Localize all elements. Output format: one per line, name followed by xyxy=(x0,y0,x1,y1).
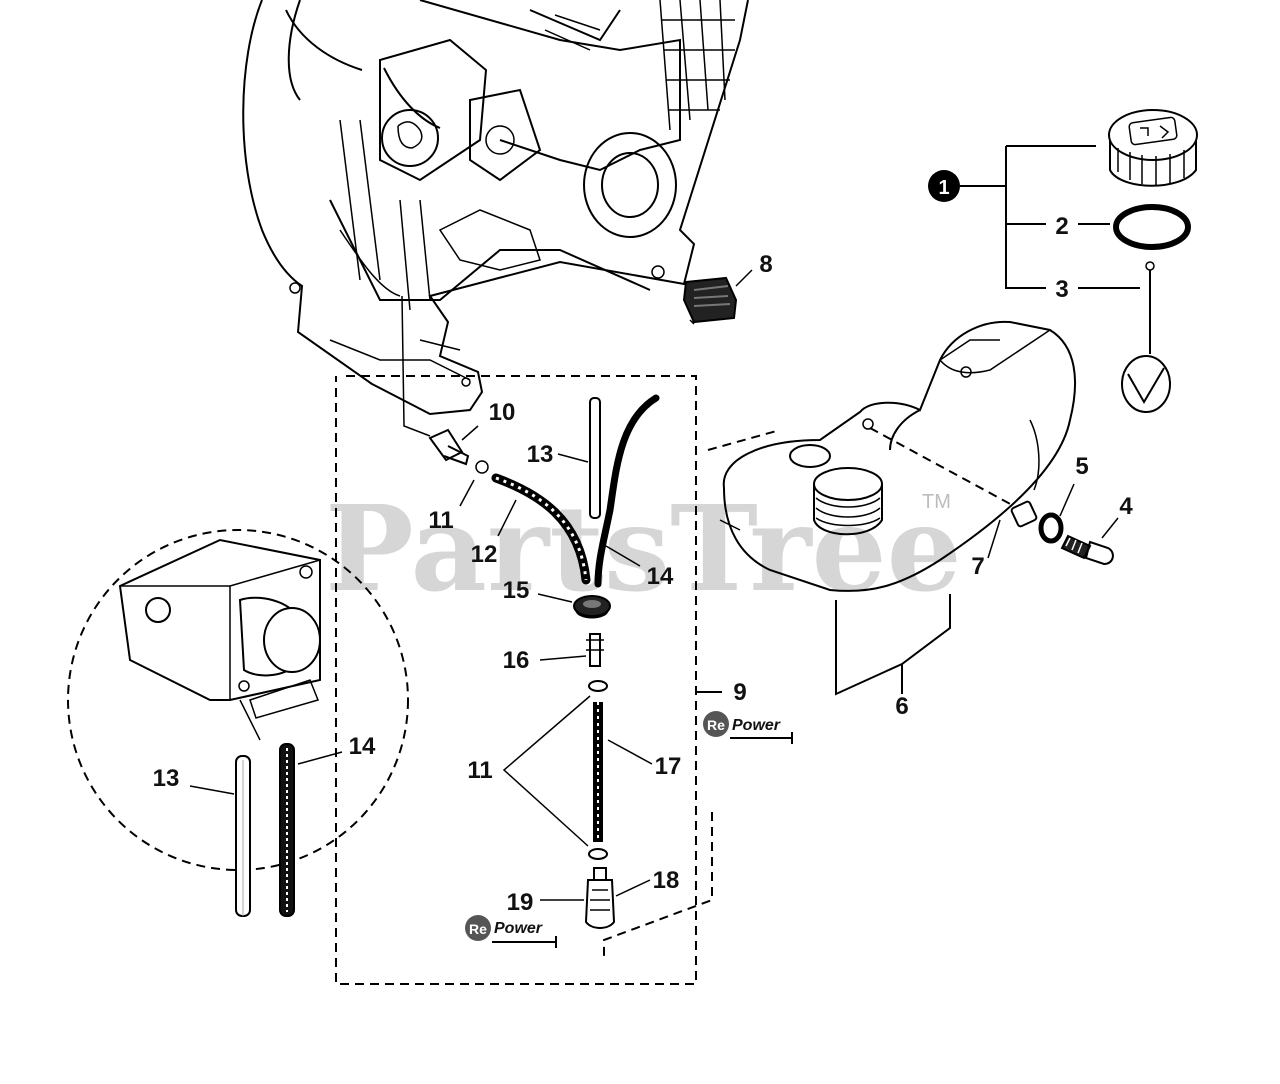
part-4-screw xyxy=(1060,517,1119,566)
repower-badge-9: Re Power xyxy=(703,711,793,744)
part-7-grommet xyxy=(869,427,1038,559)
part-8-rubber-pad xyxy=(682,276,738,325)
detail-tube-13 xyxy=(189,755,251,917)
part-15-grommet xyxy=(537,593,611,619)
part-13-tube xyxy=(557,397,601,519)
callout-13-main: 13 xyxy=(527,441,554,468)
callout-10: 10 xyxy=(489,399,516,426)
svg-text:Re: Re xyxy=(707,717,725,733)
svg-text:Power: Power xyxy=(732,717,781,734)
callout-19: 19 xyxy=(507,889,534,916)
callout-8: 8 xyxy=(759,251,772,278)
callout-12: 12 xyxy=(471,541,498,568)
callout-5: 5 xyxy=(1075,453,1088,480)
blower-engine-housing xyxy=(242,0,749,437)
callout-4: 4 xyxy=(1119,493,1133,520)
part-10-fitting xyxy=(428,425,479,466)
callout-2: 2 xyxy=(1055,213,1068,240)
callout-14-detail: 14 xyxy=(349,733,376,760)
callout-18: 18 xyxy=(653,867,680,894)
part-6-fuel-tank xyxy=(707,320,1076,592)
callouts: 2 3 4 5 6 7 8 9 10 11 11 12 13 13 14 14 … xyxy=(153,213,1134,916)
watermark-text: PartsTree xyxy=(325,479,962,618)
part-18-fuel-filter xyxy=(540,867,651,929)
part-6-bracket xyxy=(835,594,951,696)
repower-badge-19: Re Power xyxy=(465,915,557,948)
callout-9: 9 xyxy=(733,679,746,706)
part-11-o-rings xyxy=(502,680,608,860)
carburetor-detail-view xyxy=(67,529,409,917)
leader-lines xyxy=(735,269,753,287)
part-17-tube xyxy=(593,702,653,842)
svg-text:Power: Power xyxy=(494,920,543,937)
part-5-washer xyxy=(1038,483,1075,544)
callout-11-lower: 11 xyxy=(467,757,492,784)
callout-16: 16 xyxy=(503,647,530,674)
fuel-cap-assembly: 1 xyxy=(928,109,1198,413)
callout-15: 15 xyxy=(503,577,530,604)
callout-1: 1 xyxy=(938,177,949,199)
part-12-fuel-hose xyxy=(491,473,591,585)
watermark-tm: TM xyxy=(922,491,951,513)
part-14-hose xyxy=(594,394,660,588)
callout-11-upper: 11 xyxy=(428,507,453,534)
callout-7: 7 xyxy=(971,553,984,580)
part-11-o-ring-upper xyxy=(459,460,489,507)
callout-3: 3 xyxy=(1055,276,1068,303)
callout-14-main: 14 xyxy=(647,563,674,590)
svg-text:Re: Re xyxy=(469,921,487,937)
detail-hose-14 xyxy=(279,743,343,917)
fuel-line-assembly-box xyxy=(335,375,722,985)
callout-6: 6 xyxy=(895,693,908,720)
watermark: PartsTree TM xyxy=(325,479,962,618)
part-16-fitting xyxy=(539,633,604,667)
callout-13-detail: 13 xyxy=(153,765,180,792)
callout-17: 17 xyxy=(655,753,682,780)
